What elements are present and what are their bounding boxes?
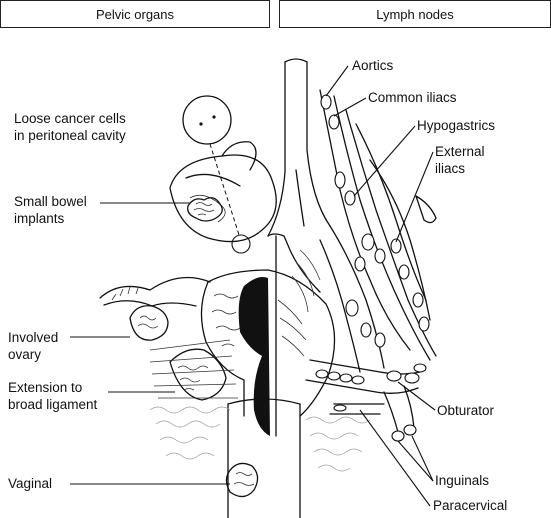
label-external-iliacs: External [435, 144, 485, 159]
label-hypogastrics: Hypogastrics [417, 118, 496, 133]
broad-ligament-illustration [149, 339, 238, 401]
header-lymph-nodes: Lymph nodes [279, 0, 551, 28]
label-involved-ovary-line2: ovary [8, 347, 42, 362]
label-small-bowel-line2: implants [14, 211, 65, 226]
involved-ovary-illustration [99, 276, 211, 341]
label-common-iliacs: Common iliacs [368, 90, 457, 105]
label-loose-cancer-cells-line2: in peritoneal cavity [14, 128, 126, 143]
vagina-illustration [225, 398, 301, 518]
label-broad-ligament-line2: broad ligament [8, 397, 98, 412]
label-paracervical: Paracervical [433, 498, 508, 513]
lymph-node-set [315, 94, 430, 442]
label-aortics: Aortics [352, 58, 394, 73]
right-leader-lines [325, 65, 436, 507]
label-external-iliacs-line2: iliacs [435, 161, 466, 176]
uterus-illustration [200, 233, 336, 437]
small-bowel-illustration [169, 141, 277, 243]
label-obturator: Obturator [437, 403, 495, 418]
label-loose-cancer-cells: Loose cancer cells [14, 111, 126, 126]
label-vaginal: Vaginal [8, 476, 53, 491]
label-broad-ligament: Extension to [8, 380, 83, 395]
pelvic-floor-texture [149, 406, 371, 472]
header-pelvic-organs: Pelvic organs [0, 0, 270, 28]
label-involved-ovary: Involved [8, 330, 59, 345]
aorta-illustration [267, 58, 331, 237]
label-small-bowel: Small bowel [14, 194, 87, 209]
left-leader-lines [70, 202, 230, 485]
label-inguinals: Inguinals [435, 473, 490, 488]
